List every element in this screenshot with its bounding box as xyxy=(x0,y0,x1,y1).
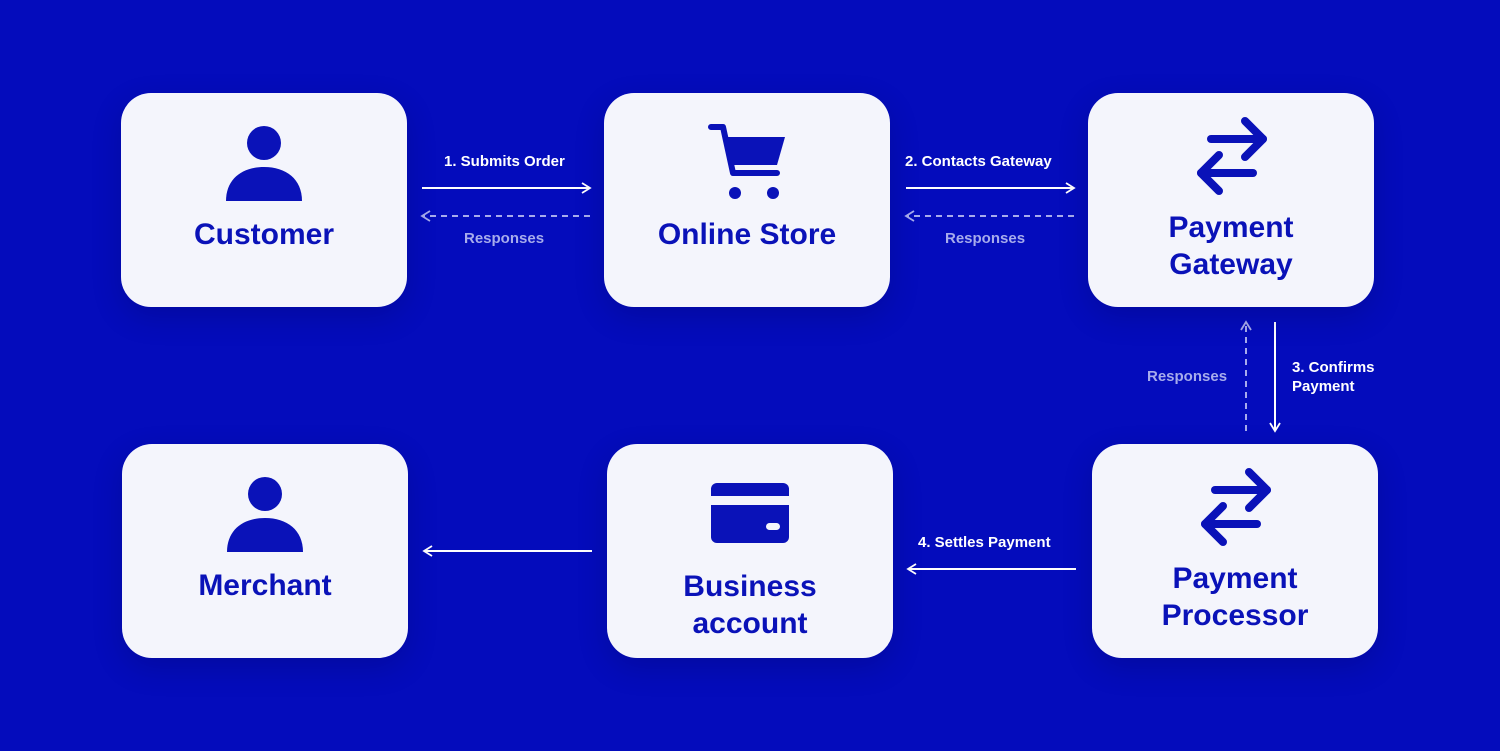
edge-label-submits-order: 1. Submits Order xyxy=(444,153,565,170)
edge-label-contacts-gateway: 2. Contacts Gateway xyxy=(905,153,1052,170)
credit-card-icon xyxy=(607,482,893,544)
edge-label-responses-2: Responses xyxy=(945,230,1026,247)
edge-label-responses-1: Responses xyxy=(464,230,545,247)
edge-label-settles-payment: 4. Settles Payment xyxy=(918,534,1051,551)
node-business-account: Business account xyxy=(607,444,893,658)
node-label: Customer xyxy=(193,218,335,251)
node-label: Payment Gateway xyxy=(1168,211,1294,281)
person-icon xyxy=(122,474,408,554)
node-merchant: Merchant xyxy=(122,444,408,658)
node-payment-processor: Payment Processor xyxy=(1092,444,1378,658)
node-online-store: Online Store xyxy=(604,93,890,307)
node-label: Payment Processor xyxy=(1161,562,1309,632)
node-customer: Customer xyxy=(121,93,407,307)
node-payment-gateway: Payment Gateway xyxy=(1088,93,1374,307)
node-label: Merchant xyxy=(198,569,332,602)
swap-arrows-icon xyxy=(1088,115,1374,197)
swap-arrows-icon xyxy=(1092,466,1378,548)
edge-label-responses-3: Responses xyxy=(1147,368,1228,385)
node-label: Business account xyxy=(683,570,817,640)
node-label: Online Store xyxy=(657,218,837,251)
shopping-cart-icon xyxy=(604,123,890,203)
edge-label-confirms-payment: 3. Confirms Payment xyxy=(1292,359,1375,395)
person-icon xyxy=(121,123,407,203)
